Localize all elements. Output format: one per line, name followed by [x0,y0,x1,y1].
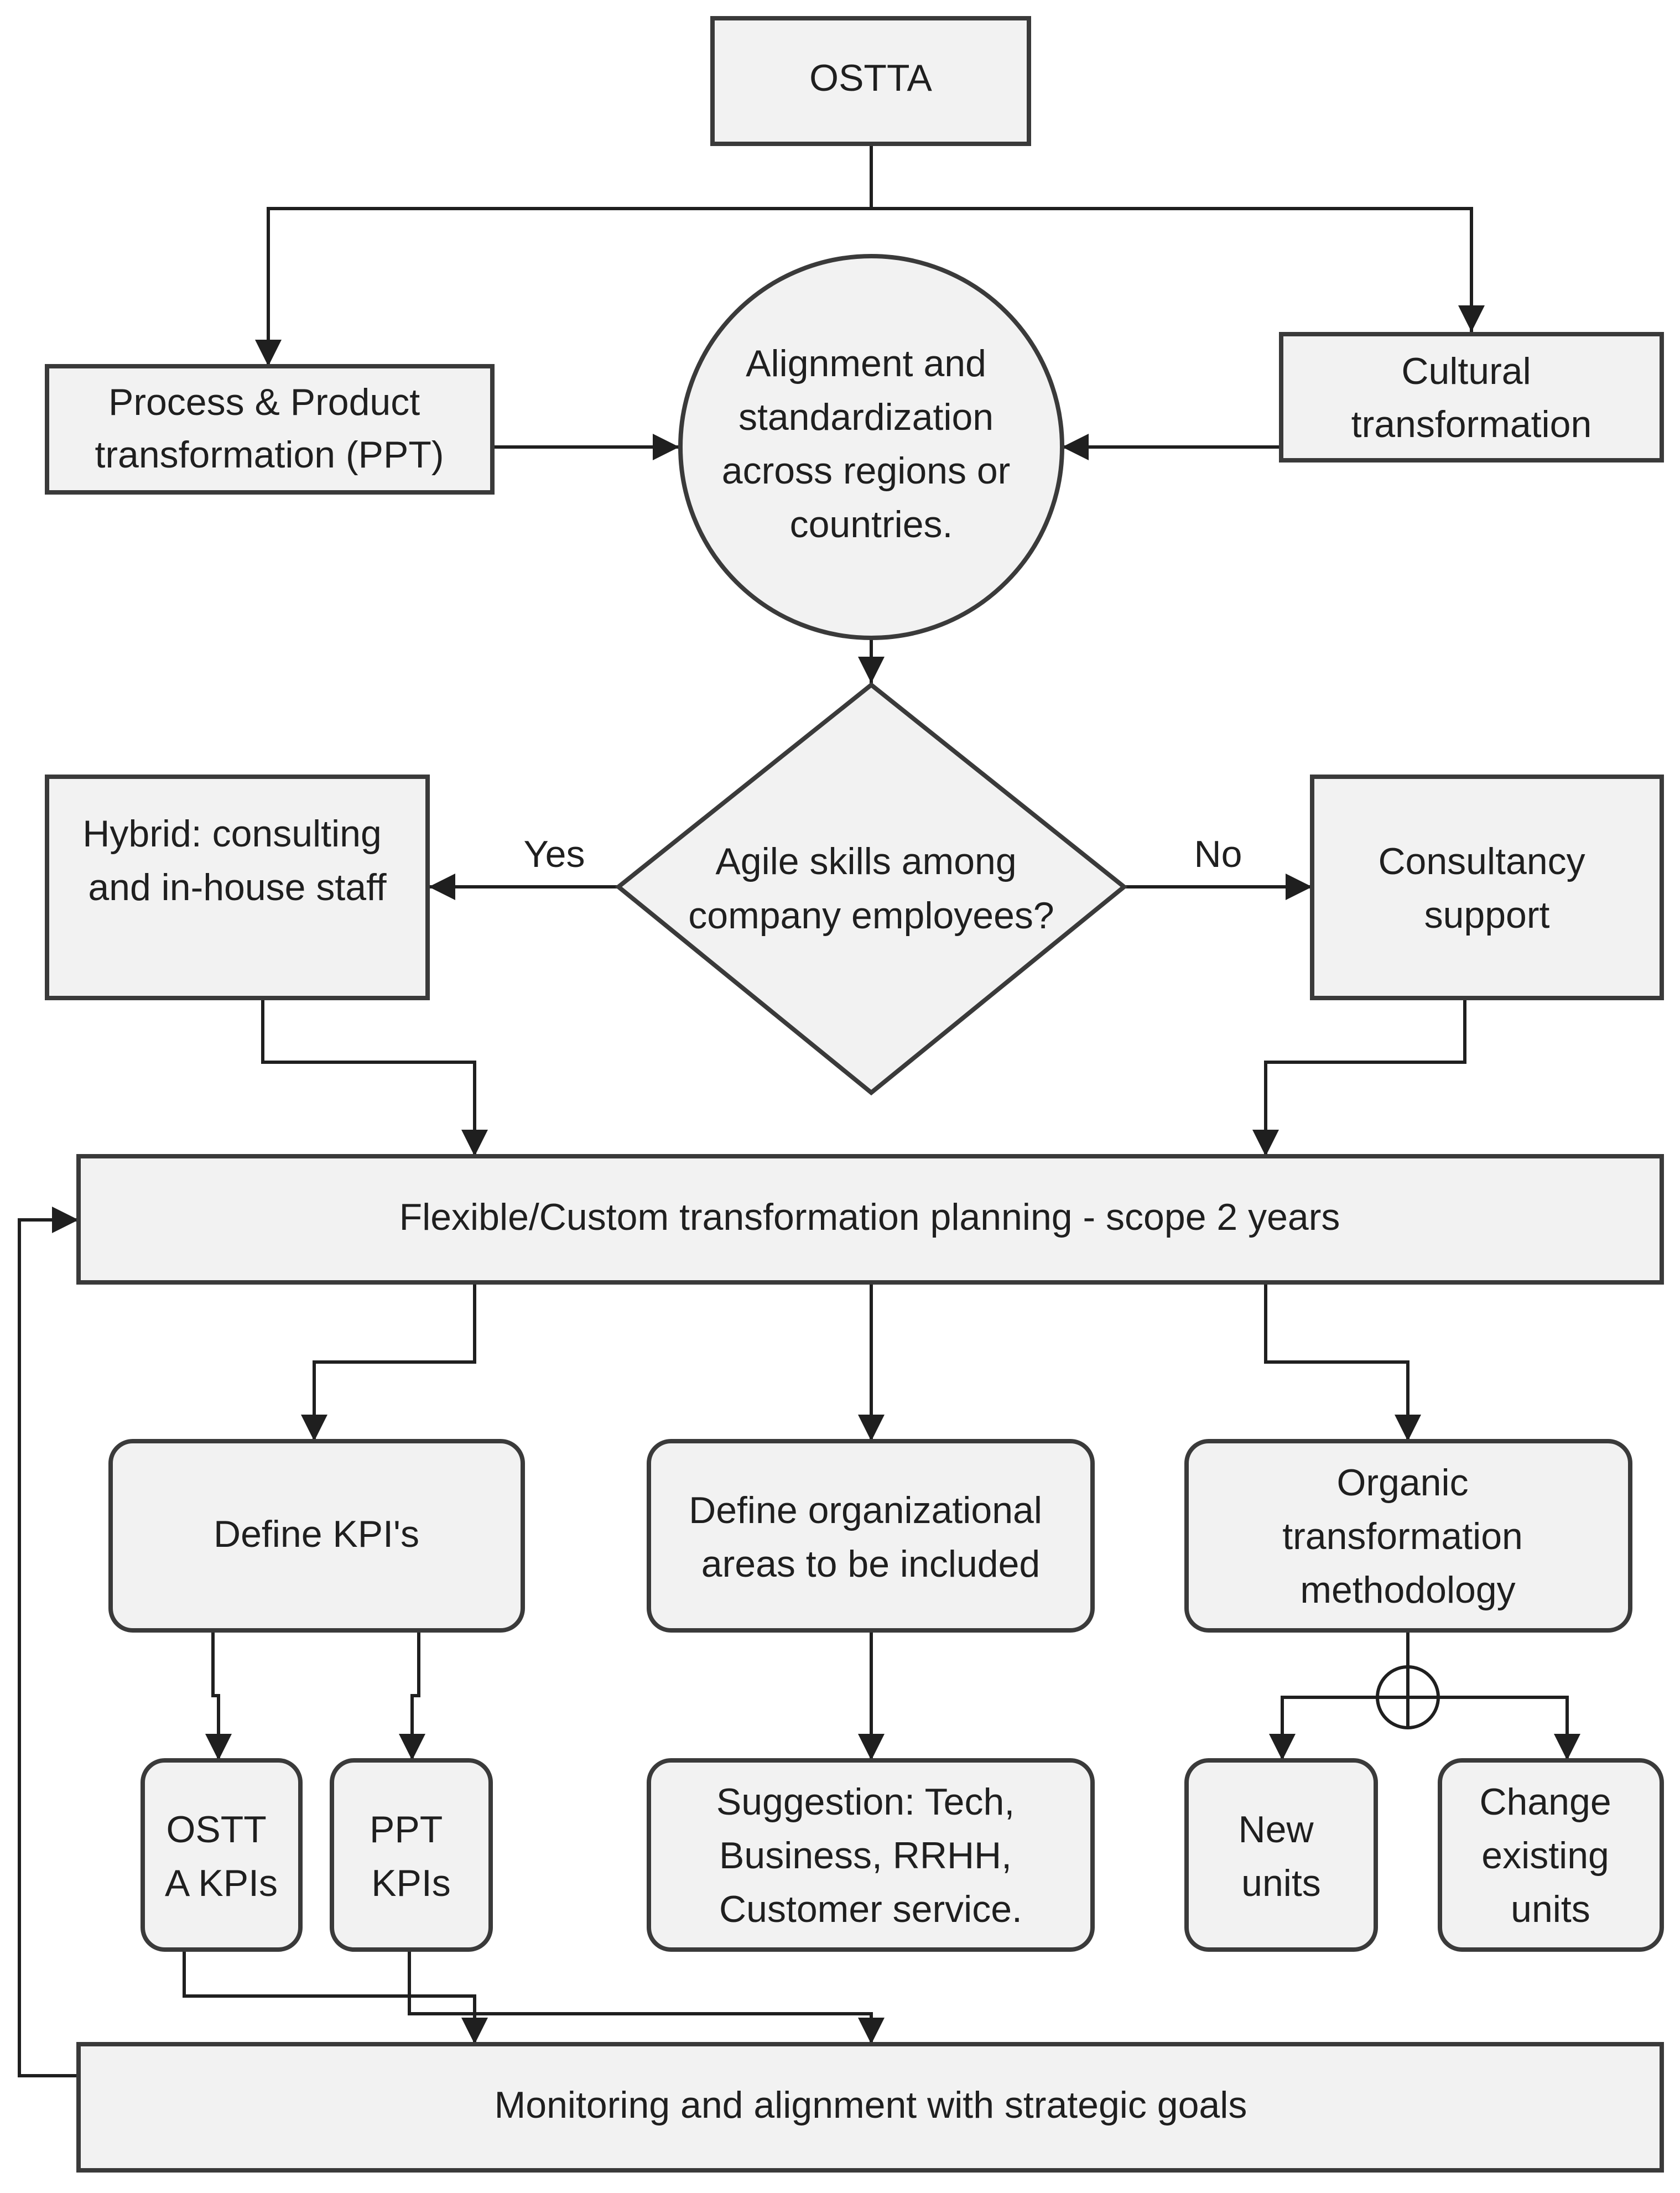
node-monitoring-shape [76,2042,1664,2173]
node-change-units-line: Change [1479,1781,1611,1823]
node-consultancy-line: Consultancy [1378,840,1585,882]
edge-kpis-to-ppt-kpis [399,1632,425,1760]
node-ppt-kpis-label: PPT KPIs [370,1809,452,1904]
node-agile-decision: Agile skills among company employees? [615,682,1128,1096]
node-planning-label: Flexible/Custom transformation planning … [399,1196,1340,1238]
edge-hybrid-to-planning [261,1000,488,1156]
node-ppt-label: Process & Product transformation (PPT) [95,381,444,476]
node-suggestion-line: Customer service. [719,1888,1022,1930]
node-ostta-label: OSTTA [809,57,932,99]
node-alignment-label: Alignment and standardization across reg… [722,342,1021,545]
node-suggestion-line: Suggestion: Tech, [716,1781,1015,1823]
node-change-units: Change existing units [1438,1758,1664,1952]
node-organic-shape [1184,1439,1632,1633]
node-agile-decision-line: Agile skills among [715,840,1016,882]
node-organic: Organic transformation methodology [1184,1439,1632,1633]
node-change-units-line: units [1511,1888,1590,1930]
node-ostta-kpis-label: OSTT A KPIs [165,1809,278,1904]
edge-consultancy-to-planning [1252,1000,1466,1156]
edge-ppt-kpis-to-monitoring [408,1950,885,2044]
node-planning-shape [76,1154,1664,1285]
node-ostta-kpis-line: OSTT [167,1809,266,1851]
node-monitoring: Monitoring and alignment with strategic … [76,2042,1664,2173]
node-define-areas-line: areas to be included [701,1543,1040,1585]
edge-planning-to-kpis [301,1283,476,1441]
node-define-areas: Define organizational areas to be includ… [647,1439,1095,1633]
edge-xor-to-new-units [1269,1696,1377,1760]
node-new-units-label: New units [1239,1809,1324,1904]
node-hybrid: Hybrid: consulting and in-house staff [45,775,430,1000]
node-new-units-line: units [1241,1862,1321,1904]
node-define-areas-label: Define organizational areas to be includ… [689,1489,1053,1585]
node-new-units-line: New [1239,1809,1314,1851]
node-alignment-line: Alignment and [746,342,986,384]
node-hybrid-line: and in-house staff [88,866,386,908]
node-alignment-line: countries. [790,503,953,545]
node-cultural-shape [1279,332,1664,462]
node-define-kpis-shape [108,1439,525,1633]
node-organic-line: transformation [1282,1515,1523,1557]
edge-ostta-to-cultural [871,207,1485,332]
edge-ostta-to-ppt [255,207,871,366]
node-ppt-kpis-shape [330,1758,493,1952]
node-alignment-shape [678,254,1064,640]
node-ppt-line: transformation (PPT) [95,434,444,476]
node-change-units-line: existing [1481,1835,1609,1877]
node-consultancy-line: support [1424,894,1550,936]
node-ppt-kpis: PPT KPIs [330,1758,493,1952]
node-alignment: Alignment and standardization across reg… [678,254,1064,640]
node-alignment-line: across regions or [722,450,1011,492]
edge-kpis-to-ostta-kpis [205,1632,232,1760]
node-agile-decision-line: company employees? [688,895,1054,937]
node-change-units-label: Change existing units [1479,1781,1621,1930]
node-ppt-shape [45,364,495,495]
node-new-units-shape [1184,1758,1378,1952]
node-new-units: New units [1184,1758,1378,1952]
node-hybrid-label: Hybrid: consulting and in-house staff [82,813,392,908]
node-suggestion-shape [647,1758,1095,1952]
node-define-kpis: Define KPI's [108,1439,525,1633]
node-ostta-kpis: OSTT A KPIs [141,1758,303,1952]
edge-label-no: No [1194,833,1242,875]
node-cultural-label: Cultural transformation [1351,350,1592,445]
node-change-units-shape [1438,1758,1664,1952]
node-agile-decision-shape [615,682,1128,1096]
node-hybrid-shape [45,775,430,1000]
node-ostta-kpis-shape [141,1758,303,1952]
node-organic-line: Organic [1336,1462,1468,1504]
node-ppt-kpis-line: PPT [370,1809,442,1851]
edge-label-yes: Yes [524,833,585,875]
node-monitoring-label: Monitoring and alignment with strategic … [495,2084,1247,2126]
edge-planning-to-organic [1264,1283,1421,1441]
node-consultancy-shape [1310,775,1664,1000]
node-agile-decision-label: Agile skills among company employees? [688,840,1054,937]
node-suggestion-line: Business, RRHH, [719,1835,1012,1877]
node-cultural: Cultural transformation [1279,332,1664,462]
node-hybrid-line: Hybrid: consulting [82,813,381,855]
node-consultancy: Consultancy support [1310,775,1664,1000]
node-cultural-line: transformation [1351,403,1592,445]
node-consultancy-label: Consultancy support [1378,840,1595,936]
node-ppt-kpis-line: KPIs [371,1862,451,1904]
node-define-areas-shape [647,1439,1095,1633]
node-organic-line: methodology [1300,1569,1515,1611]
node-alignment-line: standardization [738,396,994,438]
node-ppt-line: Process & Product [108,381,420,423]
node-cultural-line: Cultural [1401,350,1531,392]
edge-ostta-kpis-to-monitoring [183,1950,488,2044]
edge-monitoring-feedback [18,1207,79,2077]
xor-gateway-icon [1376,1665,1440,1729]
node-define-areas-line: Define organizational [689,1489,1042,1531]
node-define-kpis-label: Define KPI's [214,1513,419,1555]
node-suggestion-label: Suggestion: Tech, Business, RRHH, Custom… [716,1781,1025,1930]
node-planning: Flexible/Custom transformation planning … [76,1154,1664,1285]
node-ostta: OSTTA [710,16,1031,146]
node-ppt: Process & Product transformation (PPT) [45,364,495,495]
edge-xor-to-change-units [1438,1696,1580,1760]
node-organic-label: Organic transformation methodology [1282,1462,1533,1611]
node-suggestion: Suggestion: Tech, Business, RRHH, Custom… [647,1758,1095,1952]
node-ostta-shape [710,16,1031,146]
node-ostta-kpis-line: A KPIs [165,1862,278,1904]
